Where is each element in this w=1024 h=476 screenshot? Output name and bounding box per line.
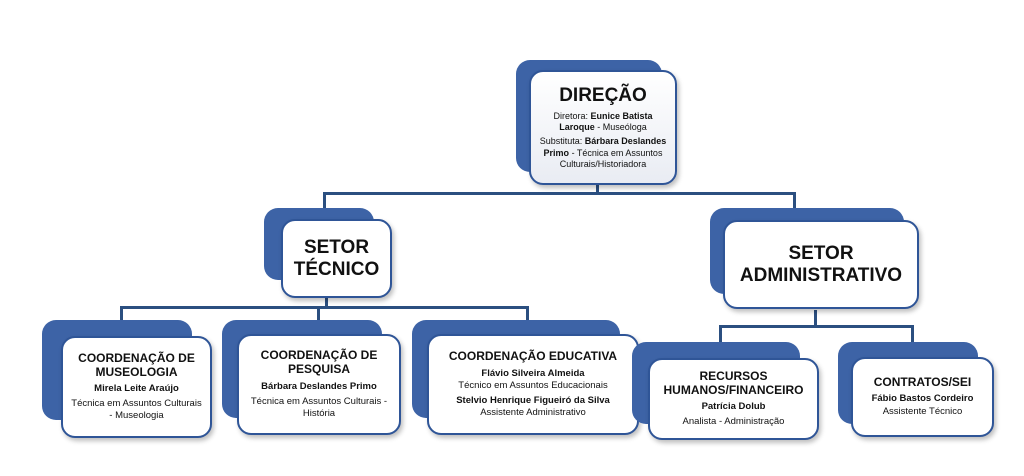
pesquisa-node: COORDENAÇÃO DE PESQUISA Bárbara Deslande…	[222, 320, 404, 438]
educativa-box: COORDENAÇÃO EDUCATIVA Flávio Silveira Al…	[427, 334, 639, 435]
setor-administrativo-node: SETOR ADMINISTRATIVO	[710, 208, 922, 312]
substituta-prefix: Substituta:	[539, 136, 585, 147]
contratos-name: Fábio Bastos Cordeiro	[871, 392, 974, 404]
museologia-box: COORDENAÇÃO DE MUSEOLOGIA Mirela Leite A…	[61, 336, 212, 438]
setor-administrativo-title-line1: SETOR	[788, 242, 854, 264]
direcao-box: DIREÇÃO Diretora: Eunice Batista Laroque…	[529, 70, 677, 185]
connector-to-museologia	[120, 306, 123, 321]
connector-to-rh	[719, 325, 722, 345]
connector-to-educativa	[526, 306, 529, 321]
direcao-diretora: Diretora: Eunice Batista Laroque - Museó…	[537, 111, 669, 134]
diretora-role: - Museóloga	[594, 122, 647, 133]
setor-tecnico-title-line2: TÉCNICO	[293, 258, 380, 280]
pesquisa-box: COORDENAÇÃO DE PESQUISA Bárbara Deslande…	[237, 334, 401, 435]
rh-name: Patrícia Dolub	[701, 400, 766, 412]
connector-administrativo-down	[814, 310, 817, 327]
rh-role: Analista - Administração	[682, 415, 785, 427]
connector-to-setor-administrativo	[793, 192, 796, 212]
museologia-role: Técnica em Assuntos Culturais - Museolog…	[71, 398, 202, 422]
educativa-name-2: Stelvio Henrique Figueiró da Silva	[456, 394, 610, 406]
rh-node: RECURSOS HUMANOS/FINANCEIRO Patrícia Dol…	[632, 342, 822, 442]
connector-tecnico-horizontal	[120, 306, 529, 309]
connector-top-horizontal	[323, 192, 796, 195]
direcao-title: DIREÇÃO	[559, 84, 647, 106]
museologia-title: COORDENAÇÃO DE MUSEOLOGIA	[78, 350, 195, 379]
setor-administrativo-title-line2: ADMINISTRATIVO	[739, 264, 903, 286]
educativa-role-1: Técnico em Assuntos Educacionais	[458, 380, 608, 392]
contratos-node: CONTRATOS/SEI Fábio Bastos Cordeiro Assi…	[838, 342, 996, 440]
setor-tecnico-box: SETOR TÉCNICO	[281, 219, 392, 298]
pesquisa-title: COORDENAÇÃO DE PESQUISA	[260, 348, 378, 377]
educativa-role-2: Assistente Administrativo	[480, 406, 586, 418]
rh-box: RECURSOS HUMANOS/FINANCEIRO Patrícia Dol…	[648, 358, 819, 440]
connector-to-contratos	[911, 325, 914, 345]
educativa-node: COORDENAÇÃO EDUCATIVA Flávio Silveira Al…	[412, 320, 642, 438]
connector-to-setor-tecnico	[323, 192, 326, 212]
pesquisa-role: Técnica em Assuntos Culturais - História	[250, 395, 388, 419]
connector-administrativo-horizontal	[719, 325, 914, 328]
direcao-node: DIREÇÃO Diretora: Eunice Batista Laroque…	[516, 60, 682, 188]
contratos-title: CONTRATOS/SEI	[873, 374, 972, 389]
contratos-role: Assistente Técnico	[882, 406, 963, 418]
connector-to-pesquisa	[317, 306, 320, 321]
substituta-role: - Técnica em Assuntos Culturais/Historia…	[559, 147, 663, 169]
museologia-node: COORDENAÇÃO DE MUSEOLOGIA Mirela Leite A…	[42, 320, 214, 440]
substituta-name: Bárbara Deslandes Primo	[543, 136, 667, 158]
rh-title: RECURSOS HUMANOS/FINANCEIRO	[663, 369, 804, 398]
pesquisa-name: Bárbara Deslandes Primo	[261, 380, 377, 392]
setor-administrativo-box: SETOR ADMINISTRATIVO	[723, 220, 919, 309]
diretora-prefix: Diretora:	[553, 110, 591, 121]
educativa-name-1: Flávio Silveira Almeida	[481, 368, 585, 380]
contratos-box: CONTRATOS/SEI Fábio Bastos Cordeiro Assi…	[851, 357, 994, 437]
museologia-name: Mirela Leite Araújo	[94, 383, 179, 395]
educativa-title: COORDENAÇÃO EDUCATIVA	[448, 349, 618, 364]
direcao-substituta: Substituta: Bárbara Deslandes Primo - Té…	[537, 136, 669, 170]
setor-tecnico-node: SETOR TÉCNICO	[264, 208, 394, 300]
connector-direcao-down	[596, 182, 599, 194]
setor-tecnico-title-line1: SETOR	[303, 236, 370, 258]
connector-tecnico-down	[325, 297, 328, 308]
diretora-name: Eunice Batista Laroque	[559, 110, 653, 133]
